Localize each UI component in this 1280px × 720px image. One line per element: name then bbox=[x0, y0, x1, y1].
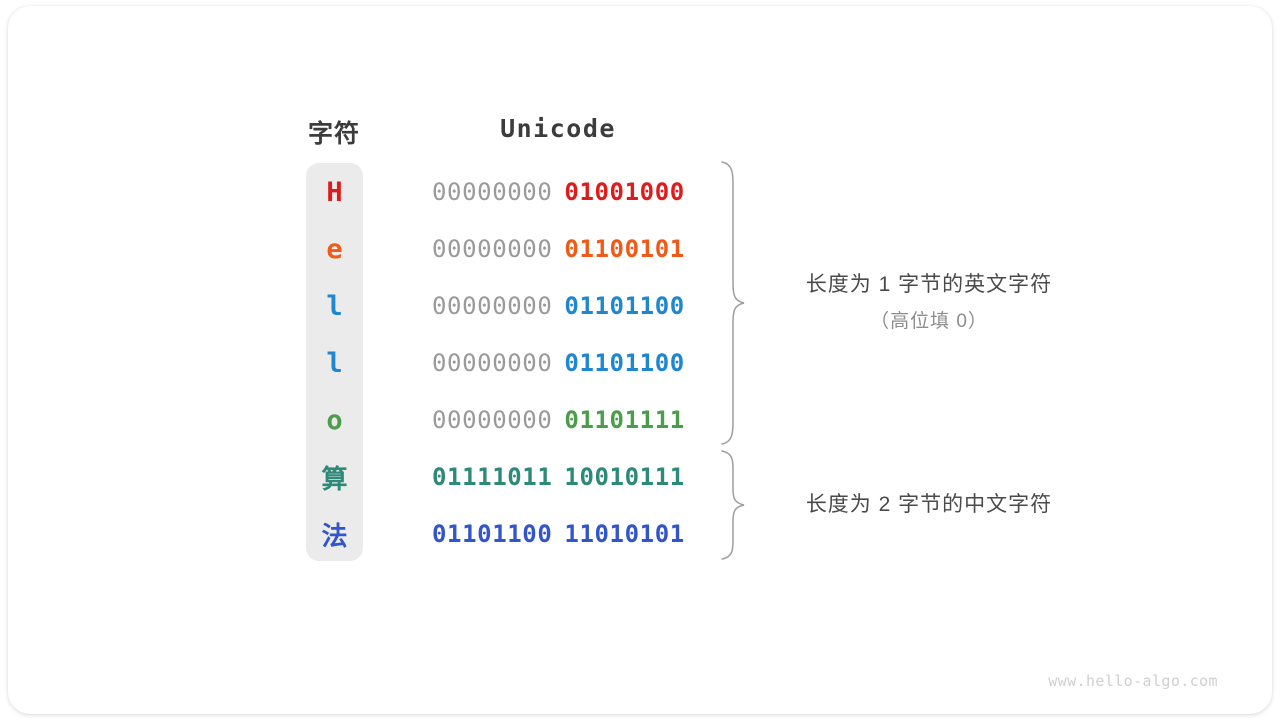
row-character: l bbox=[326, 290, 343, 322]
high-byte: 00000000 bbox=[432, 349, 553, 377]
row-bits: 00000000 01100101 bbox=[432, 228, 685, 270]
table-row: 算 01111011 10010111 bbox=[306, 456, 726, 498]
character-column-strip bbox=[306, 163, 363, 561]
row-bits: 01101100 11010101 bbox=[432, 513, 685, 555]
low-byte: 10010111 bbox=[564, 463, 685, 491]
low-byte: 01101100 bbox=[564, 292, 685, 320]
table-row: l 00000000 01101100 bbox=[306, 342, 726, 384]
watermark-url: www.hello-algo.com bbox=[1048, 672, 1218, 690]
row-bits: 00000000 01001000 bbox=[432, 171, 685, 213]
low-byte: 11010101 bbox=[564, 520, 685, 548]
high-byte: 00000000 bbox=[432, 178, 553, 206]
row-character: o bbox=[326, 404, 343, 436]
table-row: e 00000000 01100101 bbox=[306, 228, 726, 270]
annotation-single-byte-line1: 长度为 1 字节的英文字符 bbox=[805, 273, 1053, 296]
high-byte: 00000000 bbox=[432, 406, 553, 434]
row-character: H bbox=[326, 176, 343, 208]
row-bits: 01111011 10010111 bbox=[432, 456, 685, 498]
high-byte: 01101100 bbox=[432, 520, 553, 548]
row-character: 法 bbox=[321, 521, 348, 552]
table-row: H 00000000 01001000 bbox=[306, 171, 726, 213]
row-character: e bbox=[326, 233, 343, 265]
column-header-character: 字符 bbox=[307, 120, 360, 148]
high-byte: 01111011 bbox=[432, 463, 553, 491]
annotation-single-byte-line2: （高位填 0） bbox=[870, 311, 988, 332]
high-byte: 00000000 bbox=[432, 235, 553, 263]
table-row: l 00000000 01101100 bbox=[306, 285, 726, 327]
table-row: o 00000000 01101111 bbox=[306, 399, 726, 441]
annotation-double-byte-line1: 长度为 2 字节的中文字符 bbox=[805, 493, 1053, 516]
row-bits: 00000000 01101111 bbox=[432, 399, 685, 441]
annotation-single-byte: 长度为 1 字节的英文字符 （高位填 0） bbox=[768, 268, 1090, 333]
low-byte: 01100101 bbox=[564, 235, 685, 263]
low-byte: 01001000 bbox=[564, 178, 685, 206]
table-row: 法 01101100 11010101 bbox=[306, 513, 726, 555]
diagram-card bbox=[8, 6, 1272, 714]
annotation-double-byte: 长度为 2 字节的中文字符 bbox=[768, 488, 1090, 518]
row-character: 算 bbox=[321, 464, 348, 495]
group-brace-single-byte bbox=[721, 161, 745, 445]
low-byte: 01101111 bbox=[564, 406, 685, 434]
low-byte: 01101100 bbox=[564, 349, 685, 377]
row-character: l bbox=[326, 347, 343, 379]
high-byte: 00000000 bbox=[432, 292, 553, 320]
column-header-unicode: Unicode bbox=[500, 114, 616, 143]
row-bits: 00000000 01101100 bbox=[432, 285, 685, 327]
group-brace-double-byte bbox=[721, 450, 745, 560]
row-bits: 00000000 01101100 bbox=[432, 342, 685, 384]
